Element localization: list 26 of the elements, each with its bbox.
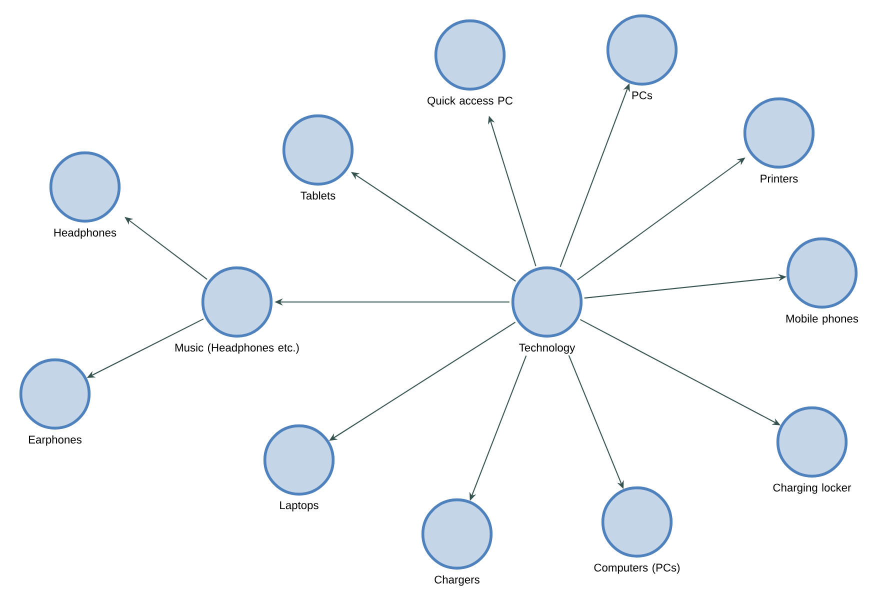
circle-node: Computers (PCs): [594, 486, 680, 574]
node-label: Headphones: [54, 228, 116, 239]
node-label: Computers (PCs): [594, 563, 680, 574]
circle-node: Quick access PC: [428, 19, 513, 107]
node-label: Charging locker: [773, 483, 852, 494]
node-label: Tablets: [300, 191, 336, 200]
node-label: Mobile phones: [786, 314, 858, 325]
circle-node: Charging locker: [773, 406, 852, 494]
circle-node: Headphones: [49, 151, 121, 239]
node-label: Music (Headphones etc.): [175, 343, 299, 354]
circle-node: Chargers: [421, 498, 493, 586]
node-label: Quick access PC: [428, 96, 513, 107]
circle-node: Tablets: [282, 114, 354, 200]
node-label: Laptops: [280, 501, 318, 512]
node-label: Printers: [760, 174, 798, 183]
circle-node: Earphones: [19, 358, 91, 446]
circle-node: Technology: [511, 266, 583, 354]
circle-node: Printers: [743, 97, 815, 183]
node-label: Chargers: [434, 575, 480, 586]
circle-node: Music (Headphones etc.): [175, 266, 299, 354]
circle-node: Mobile phones: [786, 237, 858, 325]
node-label: Earphones: [29, 435, 82, 446]
node-label: PCs: [632, 91, 652, 100]
circle-node: Laptops: [263, 424, 335, 512]
circle-node: PCs: [606, 14, 678, 100]
node-label: Technology: [519, 343, 576, 354]
